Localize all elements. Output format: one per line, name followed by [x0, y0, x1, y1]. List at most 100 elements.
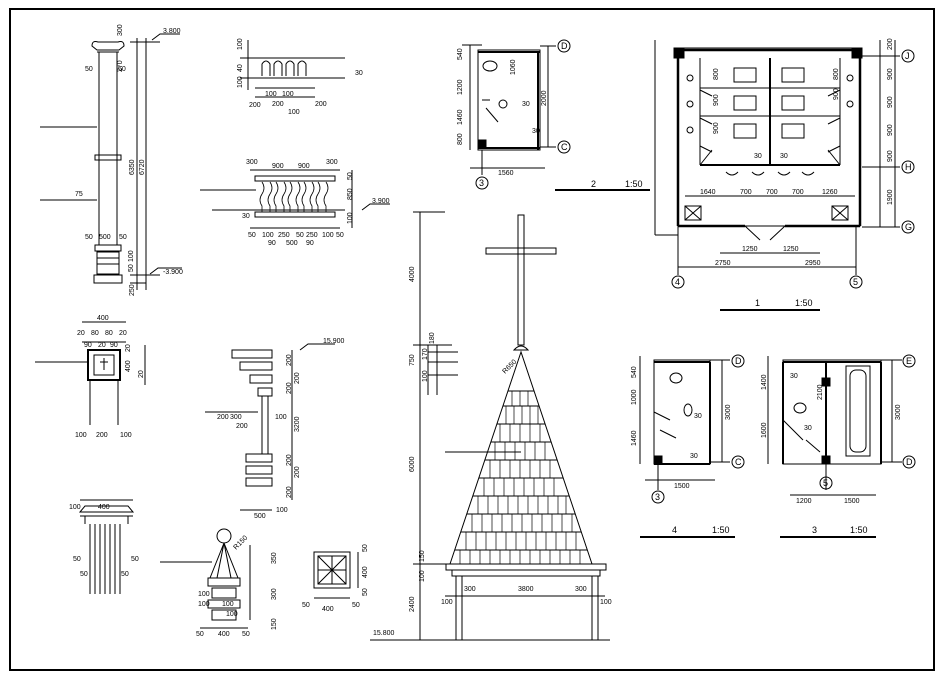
- plan1-number: 1: [755, 298, 760, 308]
- plan3-inner: 2100: [817, 384, 824, 400]
- spire-dim: 100: [422, 370, 429, 382]
- axis-bubble: [902, 354, 916, 368]
- axis-bubble: [901, 49, 915, 63]
- axis-label: D: [906, 457, 913, 467]
- base-dim: 50: [131, 556, 139, 563]
- axis-label: C: [561, 142, 568, 152]
- plan2-dim: 540: [457, 48, 464, 60]
- railing-detail: [200, 169, 390, 229]
- axis-bubble: [901, 160, 915, 174]
- cornice-dim: 100: [275, 414, 287, 421]
- plan2-dim: 1060: [510, 59, 517, 75]
- plan1-dim: 900: [887, 150, 894, 162]
- railing-dim: 90: [306, 240, 314, 247]
- spire-dim: 170: [422, 348, 429, 360]
- vent-dim: 50: [302, 602, 310, 609]
- spire-dim: 4000: [409, 266, 416, 282]
- post-dim: 20: [98, 342, 106, 349]
- cornice-dim: 200: [286, 382, 293, 394]
- railing-side-dim: 850: [347, 188, 354, 200]
- plan1-inner: 800: [713, 68, 720, 80]
- base-dim: 50: [80, 571, 88, 578]
- column-overall-height: 6720: [139, 159, 146, 175]
- column-shaft-label: 75: [75, 191, 83, 198]
- plan-4: [639, 356, 735, 538]
- plan4-dim: 540: [631, 366, 638, 378]
- baluster-dim: 200: [315, 101, 327, 108]
- spire-base-dim: 150: [419, 550, 426, 562]
- column-level-bottom: -3.900: [163, 269, 183, 276]
- base-dim: 50: [73, 556, 81, 563]
- plan3-number: 3: [812, 525, 817, 535]
- plan1-inner: 900: [833, 88, 840, 100]
- plan2-dim: 30: [522, 101, 530, 108]
- railing-dim: 900: [298, 163, 310, 170]
- plan4-width: 1500: [674, 483, 690, 490]
- finial-dim: 100: [222, 601, 234, 608]
- column-height: 6350: [129, 159, 136, 175]
- vent-side: 50: [362, 544, 369, 552]
- plan1-dim: 200: [887, 38, 894, 50]
- spire-base-dim: 100: [419, 570, 426, 582]
- cornice-dim: 3200: [294, 416, 301, 432]
- axis-bubble: [671, 275, 685, 289]
- baluster-dim: 100: [288, 109, 300, 116]
- axis-bubble: [557, 140, 571, 154]
- column-dim: 500: [99, 234, 111, 241]
- base-top: 400: [98, 504, 110, 511]
- axis-bubble: [849, 275, 863, 289]
- finial-radius: R150: [232, 535, 249, 552]
- plan2-dim: 30: [532, 128, 540, 135]
- railing-dim: 250: [306, 232, 318, 239]
- post-dim: 90: [84, 342, 92, 349]
- baluster-dim: 100: [282, 91, 294, 98]
- axis-label: 5: [823, 478, 828, 488]
- axis-bubble: [651, 490, 665, 504]
- railing-left-dim: 30: [242, 213, 250, 220]
- plan1-inner: 900: [713, 122, 720, 134]
- cornice-bottom: 100: [276, 507, 288, 514]
- cornice-level: 15.900: [323, 338, 345, 345]
- plan2-scale: 1:50: [625, 179, 643, 189]
- axis-bubble: [731, 354, 745, 368]
- spire-elevation: [370, 211, 610, 641]
- post-dim: 80: [105, 330, 113, 337]
- railing-dim: 250: [278, 232, 290, 239]
- plan1-bottom-a: 700: [740, 189, 752, 196]
- railing-dim: 50: [336, 232, 344, 239]
- plan1-scale: 1:50: [795, 298, 813, 308]
- finial-dim: 150: [271, 618, 278, 630]
- axis-label: D: [735, 356, 742, 366]
- spire-base-dim: 2400: [409, 596, 416, 612]
- cornice-bottom: 500: [254, 513, 266, 520]
- column-dim: 50: [118, 66, 126, 73]
- plan1-bottom-c: 2950: [805, 260, 821, 267]
- post-bottom: 100: [120, 432, 132, 439]
- plan3-inner: 30: [790, 373, 798, 380]
- column-dim: 50: [85, 66, 93, 73]
- spire-span: 300: [575, 586, 587, 593]
- plan-1: [654, 40, 900, 311]
- plan4-dim: 1000: [631, 389, 638, 405]
- vent-dim: 50: [352, 602, 360, 609]
- post-side: 400: [125, 360, 132, 372]
- railing-dim: 50: [248, 232, 256, 239]
- column-dim: 50: [85, 234, 93, 241]
- plan-2: [462, 44, 650, 191]
- post-dim: 400: [97, 315, 109, 322]
- plan1-dim: 1900: [887, 189, 894, 205]
- plan4-number: 4: [672, 525, 677, 535]
- spire-span: 300: [464, 586, 476, 593]
- finial-bottom: 400: [218, 631, 230, 638]
- plan1-bottom-c: 2750: [715, 260, 731, 267]
- finial-dim: 300: [271, 588, 278, 600]
- railing-dim: 300: [326, 159, 338, 166]
- axis-label: H: [905, 162, 912, 172]
- finial-dim: 350: [271, 552, 278, 564]
- post-side: 20: [125, 344, 132, 352]
- plan3-dim: 1400: [761, 374, 768, 390]
- spire-roof-height: 6000: [409, 456, 416, 472]
- plan2-number: 2: [591, 179, 596, 189]
- column-elevation: [40, 33, 182, 290]
